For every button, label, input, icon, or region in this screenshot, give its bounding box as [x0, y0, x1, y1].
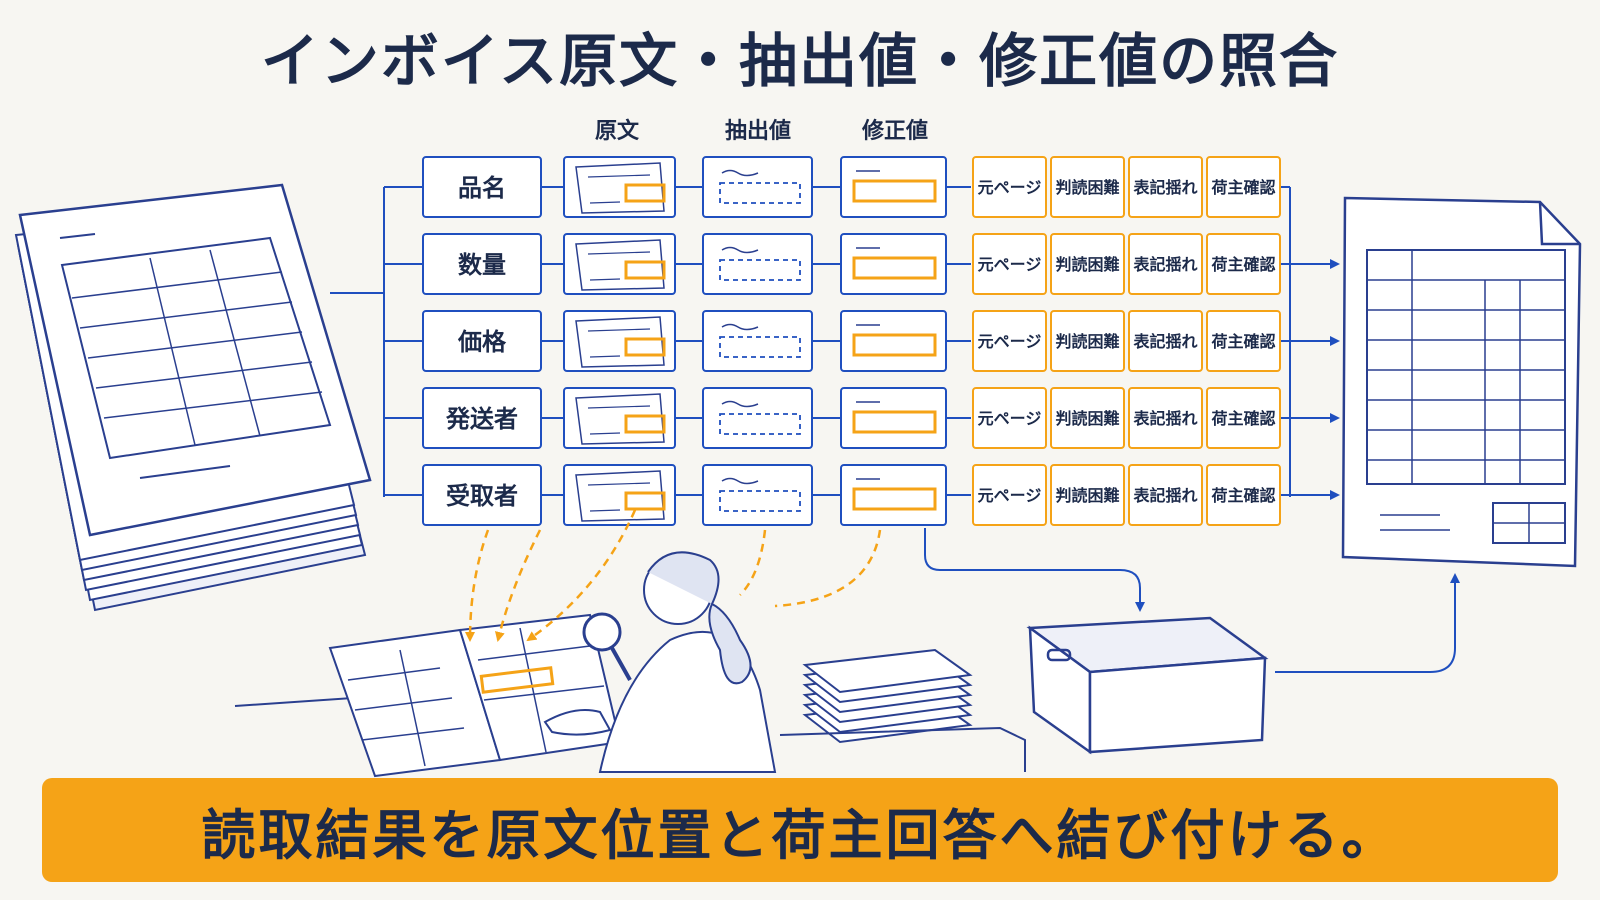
status-tag-label: 荷主確認 [1211, 486, 1275, 505]
review-links [465, 509, 882, 642]
field-row: 発送者 元ページ判読困難表記揺れ荷主確認 [384, 387, 1290, 449]
extracted-thumbnail [702, 387, 813, 449]
status-tag: 荷主確認 [1206, 464, 1281, 526]
status-tag: 元ページ [972, 233, 1047, 295]
status-tag: 判読困難 [1050, 464, 1125, 526]
invoice-stack-illustration [14, 183, 372, 612]
field-box [422, 156, 542, 218]
field-box [422, 464, 542, 526]
status-tag: 表記揺れ [1128, 387, 1203, 449]
status-tag-label: 元ページ [978, 332, 1042, 351]
status-tag-label: 表記揺れ [1132, 486, 1197, 505]
status-tag-label: 判読困難 [1055, 486, 1119, 505]
field-label: 発送者 [445, 405, 518, 433]
field-box [422, 387, 542, 449]
original-thumbnail [563, 156, 676, 218]
status-tag-label: 表記揺れ [1132, 255, 1197, 274]
status-tag-label: 荷主確認 [1211, 178, 1275, 197]
extracted-thumbnail [702, 233, 813, 295]
status-tag: 判読困難 [1050, 387, 1125, 449]
field-box [422, 233, 542, 295]
output-document-illustration [1341, 196, 1582, 568]
original-thumbnail [563, 464, 676, 526]
archive-box-illustration [1026, 616, 1269, 755]
status-tag: 表記揺れ [1128, 464, 1203, 526]
summary-banner: 読取結果を原文位置と荷主回答へ結び付ける。 [42, 778, 1558, 882]
corrected-thumbnail [840, 310, 947, 372]
original-thumbnail [563, 387, 676, 449]
status-tag-label: 元ページ [978, 409, 1042, 428]
paper-stack-illustration [802, 648, 973, 744]
status-tag: 元ページ [972, 310, 1047, 372]
field-label: 数量 [458, 251, 506, 279]
field-row: 数量 元ページ判読困難表記揺れ荷主確認 [384, 233, 1290, 295]
status-tag: 表記揺れ [1128, 156, 1203, 218]
status-tag-label: 荷主確認 [1211, 255, 1275, 274]
column-header: 修正値 [861, 118, 928, 144]
status-tag: 元ページ [972, 156, 1047, 218]
status-tag-label: 判読困難 [1055, 409, 1119, 428]
status-tag: 荷主確認 [1206, 233, 1281, 295]
status-tag: 表記揺れ [1128, 310, 1203, 372]
status-tag: 荷主確認 [1206, 387, 1281, 449]
open-book-illustration [328, 613, 622, 778]
field-row: 品名 元ページ判読困難表記揺れ荷主確認 [384, 156, 1290, 218]
extracted-thumbnail [702, 464, 813, 526]
status-tag-label: 表記揺れ [1132, 178, 1197, 197]
status-tag-label: 元ページ [978, 178, 1042, 197]
field-row: 受取者 元ページ判読困難表記揺れ荷主確認 [384, 464, 1290, 526]
extracted-thumbnail [702, 310, 813, 372]
corrected-thumbnail [840, 233, 947, 295]
corrected-thumbnail [840, 387, 947, 449]
status-tag: 荷主確認 [1206, 310, 1281, 372]
status-tag-label: 判読困難 [1055, 332, 1119, 351]
status-tag-label: 元ページ [978, 255, 1042, 274]
status-tag-label: 表記揺れ [1132, 409, 1197, 428]
status-tag-label: 荷主確認 [1211, 409, 1275, 428]
field-label: 受取者 [446, 482, 518, 510]
summary-banner-text: 読取結果を原文位置と荷主回答へ結び付ける。 [201, 803, 1399, 867]
status-tag-label: 判読困難 [1055, 255, 1119, 274]
status-tag: 表記揺れ [1128, 233, 1203, 295]
status-tag-label: 元ページ [978, 486, 1042, 505]
status-tag: 元ページ [972, 464, 1047, 526]
status-tag: 元ページ [972, 387, 1047, 449]
field-label: 品名 [458, 174, 506, 202]
status-tag-label: 判読困難 [1055, 178, 1119, 197]
reviewer-person-illustration [543, 551, 777, 773]
field-label: 価格 [457, 328, 507, 356]
status-tag: 判読困難 [1050, 156, 1125, 218]
column-header: 抽出値 [725, 119, 791, 144]
original-thumbnail [563, 233, 676, 295]
column-header: 原文 [595, 118, 640, 144]
status-tag-label: 荷主確認 [1211, 332, 1275, 351]
original-thumbnail [563, 310, 676, 372]
status-tag: 荷主確認 [1206, 156, 1281, 218]
status-tag-label: 表記揺れ [1132, 332, 1197, 351]
merge-connector [1289, 187, 1340, 500]
status-tag: 判読困難 [1050, 233, 1125, 295]
archive-flow [924, 528, 1460, 673]
field-box [422, 310, 542, 372]
corrected-thumbnail [840, 464, 947, 526]
corrected-thumbnail [840, 156, 947, 218]
extracted-thumbnail [702, 156, 813, 218]
page-title: インボイス原文・抽出値・修正値の照合 [260, 27, 1340, 95]
status-tag: 判読困難 [1050, 310, 1125, 372]
field-row: 価格 元ページ判読困難表記揺れ荷主確認 [384, 310, 1290, 372]
